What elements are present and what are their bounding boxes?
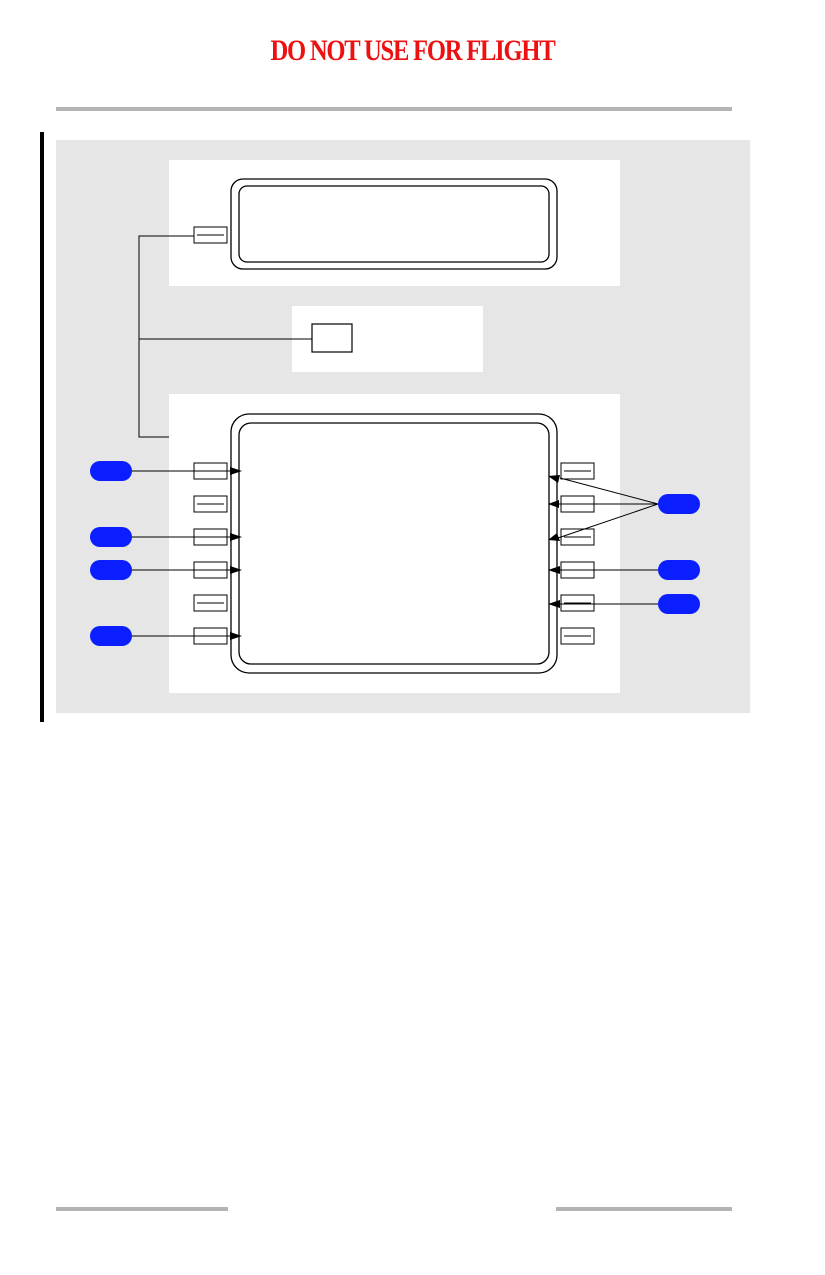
lower-display-screen <box>238 422 550 665</box>
callout-right-3 <box>548 594 700 614</box>
watermark-banner: DO NOT USE FOR FLIGHT <box>270 34 555 67</box>
upper-display-screen <box>238 185 550 263</box>
callout-right-1 <box>548 475 700 541</box>
control-panel <box>292 306 483 372</box>
lower-display-panel <box>169 394 620 693</box>
left-callouts <box>90 461 242 646</box>
change-bar <box>40 132 44 722</box>
callout-left-1 <box>90 461 242 481</box>
right-line-select-keys <box>560 462 595 645</box>
upper-display-bezel <box>230 178 558 270</box>
header-rule <box>56 107 732 111</box>
control-panel-switch <box>311 323 353 353</box>
right-callouts <box>548 475 700 614</box>
footer-rule-left <box>56 1207 228 1211</box>
callout-left-3 <box>90 560 242 580</box>
callout-left-4 <box>90 626 242 646</box>
lower-display-bezel <box>230 413 558 674</box>
upper-display-panel <box>169 160 620 286</box>
callout-left-2 <box>90 527 242 547</box>
footer-rule-right <box>556 1207 732 1211</box>
callout-right-2 <box>548 560 700 580</box>
